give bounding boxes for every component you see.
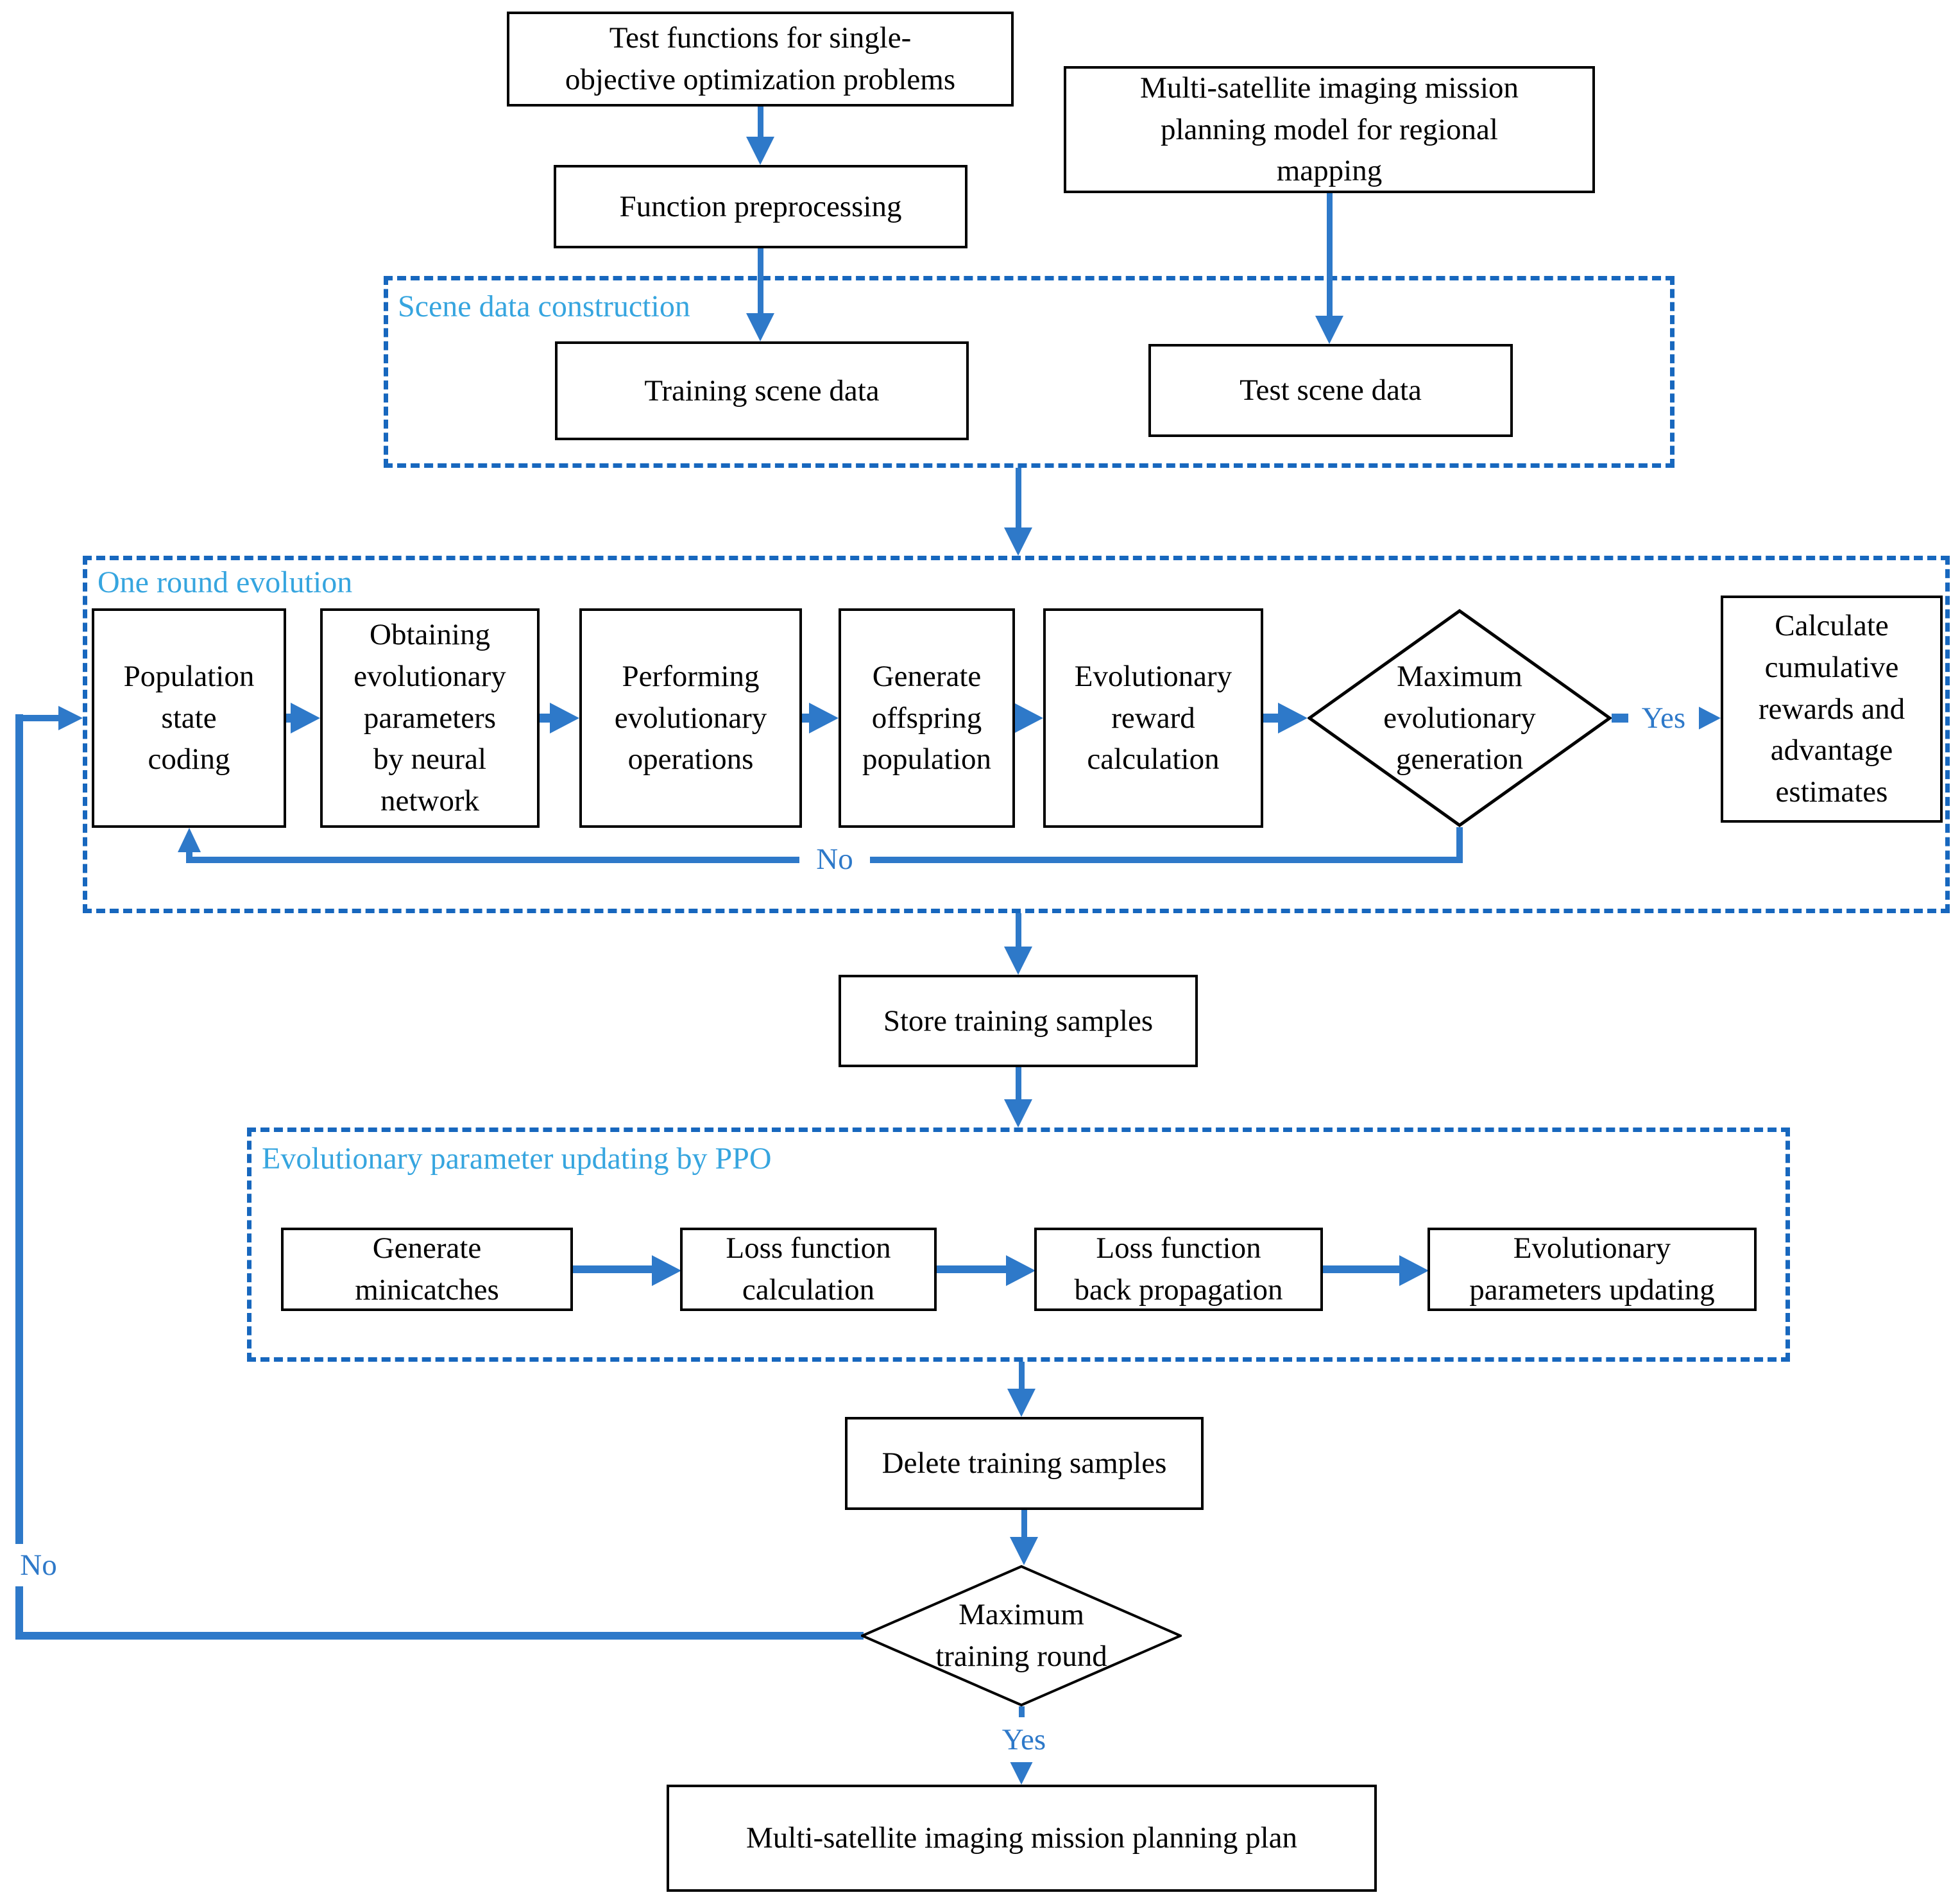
evolutionary-parameters-updating-box: Evolutionary parameters updating [1427,1228,1757,1311]
arrowhead-right-icon [1399,1255,1429,1286]
arrowhead-right-icon [58,706,83,730]
diamond-shape-icon [1308,609,1612,827]
edge-outer-no-entry [15,715,64,721]
edge-no-loop-rise [186,851,192,863]
arrowhead-down-icon [1007,1389,1035,1417]
edge-store-ppo [1016,1067,1021,1103]
arrowhead-up-icon [178,828,201,852]
edge-p1-p2 [573,1265,656,1273]
test-scene-data-box: Test scene data [1148,344,1513,437]
function-preprocessing-box: Function preprocessing [554,165,967,248]
arrowhead-down-icon [1315,316,1343,344]
decision-label: Maximum training round [935,1598,1107,1673]
edge-scene-evolution [1016,468,1021,531]
loss-function-calculation-box: Loss function calculation [680,1228,937,1311]
arrowhead-right-icon [1278,703,1308,733]
one-round-evolution-group [83,556,1950,913]
arrowhead-right-icon [1014,703,1043,733]
arrowhead-right-icon [291,703,320,733]
delete-training-samples-box: Delete training samples [845,1417,1204,1510]
diamond-shape-icon [861,1565,1182,1706]
max-evolutionary-generation-decision: Maximum evolutionary generation [1308,609,1612,827]
arrowhead-right-icon [652,1255,681,1286]
store-training-samples-box: Store training samples [839,975,1198,1067]
edge-no-loop-drop [1456,827,1463,863]
arrowhead-down-icon [1004,1099,1032,1128]
generate-offspring-box: Generate offspring population [839,608,1015,828]
yes-label-training: Yes [987,1717,1061,1762]
yes-label-evolution: Yes [1628,696,1699,741]
final-plan-box: Multi-satellite imaging mission planning… [667,1785,1377,1892]
decision-label: Maximum evolutionary generation [1383,659,1536,776]
arrowhead-down-icon [1004,527,1032,556]
test-functions-box: Test functions for single- objective opt… [507,12,1014,107]
edge-delete-decision [1021,1510,1027,1541]
arrowhead-right-icon [809,703,839,733]
edge-evolution-store [1016,913,1021,950]
ppo-updating-label: Evolutionary parameter updating by PPO [262,1142,772,1176]
no-label-evolution: No [799,837,870,882]
generate-minibatches-box: Generate minicatches [281,1228,573,1311]
obtaining-parameters-box: Obtaining evolutionary parameters by neu… [320,608,540,828]
msat-model-box: Multi-satellite imaging mission planning… [1064,66,1595,193]
training-scene-data-box: Training scene data [555,341,969,440]
calculate-cumulative-rewards-box: Calculate cumulative rewards and advanta… [1721,596,1943,823]
arrowhead-down-icon [746,313,774,341]
edge-model-testscene [1327,193,1333,320]
population-state-coding-box: Population state coding [92,608,286,828]
max-training-round-decision: Maximum training round [861,1565,1182,1706]
edge-p3-p4 [1323,1265,1404,1273]
arrowhead-right-icon [550,703,579,733]
edge-testfn-preprocess [758,107,763,141]
arrowhead-down-icon [746,137,774,165]
edge-preprocess-training [758,248,763,317]
no-label-training: No [9,1544,68,1586]
evolutionary-reward-box: Evolutionary reward calculation [1043,608,1263,828]
edge-p2-p3 [937,1265,1010,1273]
arrowhead-down-icon [1010,1537,1038,1565]
arrowhead-right-icon [1006,1255,1035,1286]
loss-back-propagation-box: Loss function back propagation [1034,1228,1323,1311]
arrowhead-down-icon [1004,947,1032,975]
scene-data-construction-label: Scene data construction [398,289,690,323]
edge-outer-no-vertical [15,714,23,1640]
edge-ppo-delete [1019,1362,1025,1393]
edge-b5-diamond [1263,714,1281,723]
ppo-updating-group [247,1128,1790,1362]
performing-operations-box: Performing evolutionary operations [579,608,802,828]
scene-data-construction-group [384,276,1675,468]
one-round-evolution-label: One round evolution [98,565,353,599]
edge-outer-no-horizontal [15,1632,864,1640]
